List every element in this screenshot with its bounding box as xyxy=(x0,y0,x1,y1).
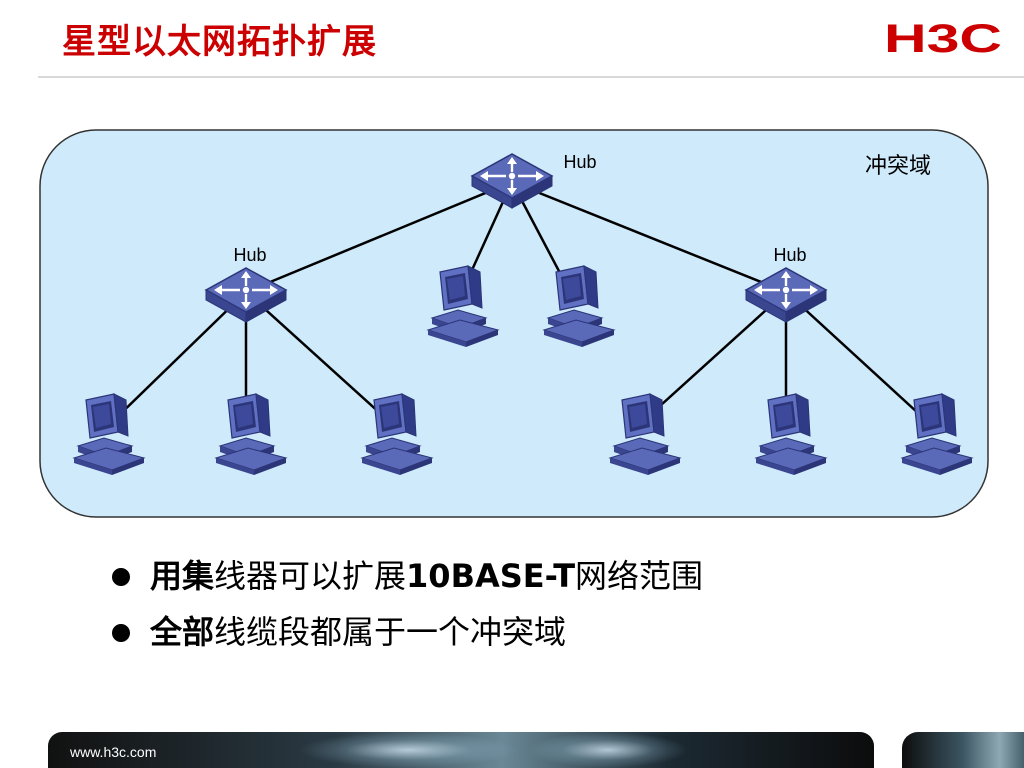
bullet-text-part: 用集 xyxy=(150,557,215,595)
link-core-hub-right xyxy=(511,180,787,294)
hub-label-right: Hub xyxy=(773,245,806,265)
link-left-pc-3 xyxy=(245,291,393,425)
collision-domain-region xyxy=(39,129,989,518)
hub-label-core: Hub xyxy=(563,152,596,172)
title-divider xyxy=(38,76,1024,78)
h3c-logo-text: H3C xyxy=(884,18,1002,58)
footer-glow xyxy=(298,732,518,768)
bullet-text-part: 10BASE-T xyxy=(406,557,576,595)
footer-glow xyxy=(528,732,688,768)
link-right-pc-1 xyxy=(639,291,787,425)
footer-banner: www.h3c.com xyxy=(48,732,874,768)
bullet-item: 全部线缆段都属于一个冲突域 xyxy=(112,604,703,660)
bullet-text-part: 线器可以扩展 xyxy=(214,557,407,595)
bullet-dot xyxy=(112,568,130,586)
bullet-text-part: 网络范围 xyxy=(575,557,704,595)
bullet-text-part: 全部 xyxy=(150,613,215,651)
link-right-pc-3 xyxy=(785,291,931,425)
hub-label-left: Hub xyxy=(233,245,266,265)
link-core-hub-left xyxy=(245,180,513,294)
bullet-list: 用集线器可以扩展10BASE-T网络范围 全部线缆段都属于一个冲突域 xyxy=(112,548,703,660)
bullet-dot xyxy=(112,624,130,642)
footer-banner-end xyxy=(902,732,1024,768)
footer-website-url: www.h3c.com xyxy=(70,744,157,760)
link-left-pc-1 xyxy=(109,291,247,425)
h3c-logo: H3C xyxy=(884,18,1002,58)
collision-domain-label: 冲突域 xyxy=(865,154,931,179)
slide-title: 星型以太网拓扑扩展 xyxy=(62,22,377,62)
bullet-item: 用集线器可以扩展10BASE-T网络范围 xyxy=(112,548,703,604)
bullet-text-part: 线缆段都属于一个冲突域 xyxy=(214,613,567,651)
